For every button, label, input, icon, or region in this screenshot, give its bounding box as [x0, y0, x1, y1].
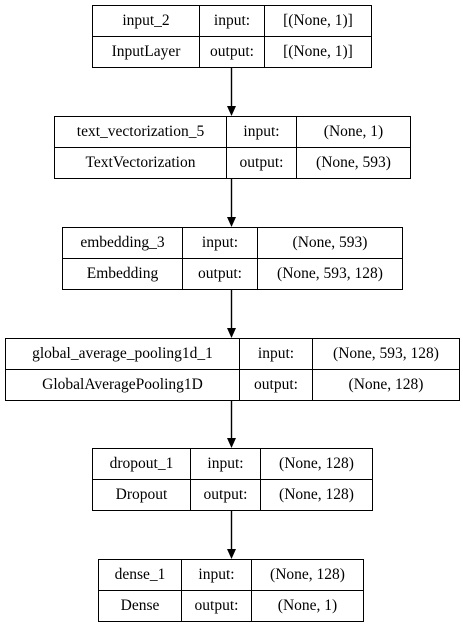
output-label: output:: [227, 148, 297, 178]
node-type: InputLayer: [93, 37, 200, 67]
node-dense-1: dense_1 input: (None, 128) Dense output:…: [98, 559, 364, 622]
input-shape: (None, 593): [258, 228, 402, 259]
node-type: TextVectorization: [55, 148, 227, 178]
node-text-vectorization-5: text_vectorization_5 input: (None, 1) Te…: [54, 116, 411, 179]
output-label: output:: [182, 591, 252, 621]
node-dropout-1: dropout_1 input: (None, 128) Dropout out…: [92, 448, 373, 511]
output-label: output:: [240, 370, 313, 400]
input-shape: (None, 128): [252, 560, 363, 591]
node-name: text_vectorization_5: [55, 117, 227, 148]
input-label: input:: [183, 228, 258, 259]
node-global-average-pooling1d-1: global_average_pooling1d_1 input: (None,…: [5, 338, 460, 401]
input-label: input:: [182, 560, 252, 591]
arrowhead-icon: [227, 549, 236, 559]
output-shape: (None, 128): [279, 486, 354, 504]
input-label: input:: [240, 339, 313, 370]
arrowhead-icon: [227, 217, 236, 227]
arrowhead-icon: [227, 328, 236, 338]
output-label: output:: [183, 259, 258, 289]
node-embedding-3: embedding_3 input: (None, 593) Embedding…: [62, 227, 403, 290]
input-shape: (None, 128): [261, 449, 372, 480]
node-name: input_2: [93, 6, 200, 37]
output-shape: (None, 593): [316, 154, 391, 172]
input-shape: (None, 593, 128): [313, 339, 459, 370]
node-name: global_average_pooling1d_1: [6, 339, 240, 370]
input-label: input:: [200, 6, 265, 37]
node-type: Dense: [99, 591, 182, 621]
input-label: input:: [227, 117, 297, 148]
node-name: dense_1: [99, 560, 182, 591]
node-type: GlobalAveragePooling1D: [6, 370, 240, 400]
node-name: dropout_1: [93, 449, 191, 480]
output-shape: (None, 1): [277, 597, 338, 615]
arrowhead-icon: [227, 106, 236, 116]
node-type: Embedding: [63, 259, 183, 289]
output-label: output:: [191, 480, 261, 510]
arrowhead-icon: [227, 438, 236, 448]
output-shape: (None, 128): [348, 376, 424, 394]
output-label: output:: [200, 37, 265, 67]
input-shape: (None, 1): [297, 117, 410, 148]
output-shape: (None, 593, 128): [277, 265, 383, 283]
output-shape: [(None, 1)]: [283, 43, 353, 61]
node-name: embedding_3: [63, 228, 183, 259]
input-shape: [(None, 1)]: [265, 6, 371, 37]
input-label: input:: [191, 449, 261, 480]
node-type: Dropout: [93, 480, 191, 510]
node-input-2: input_2 input: [(None, 1)] InputLayer ou…: [92, 5, 372, 68]
